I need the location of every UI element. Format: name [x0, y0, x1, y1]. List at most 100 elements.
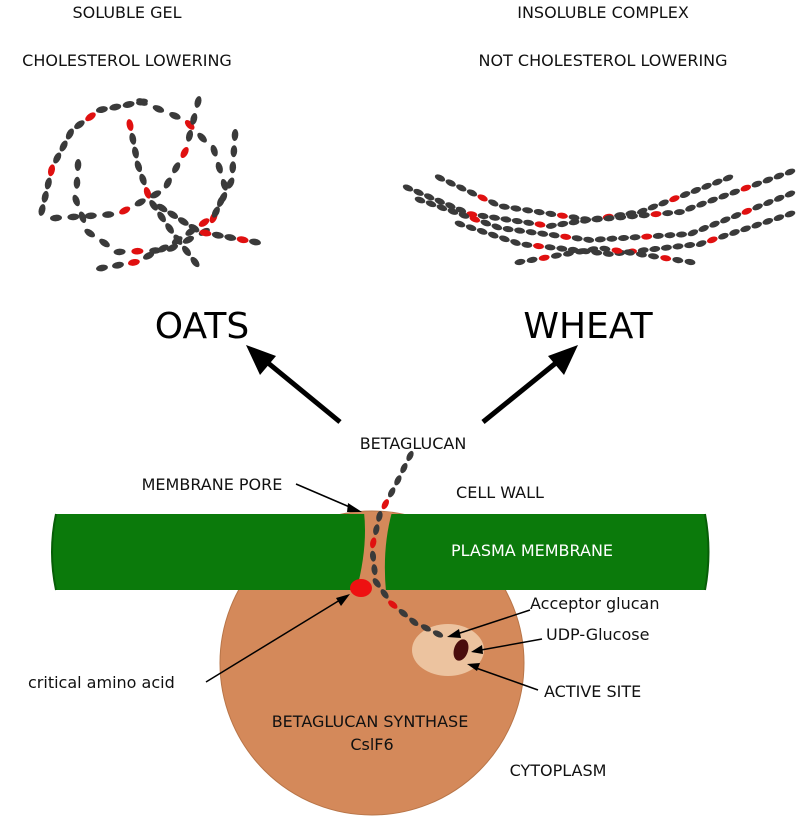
- glucose-bead: [469, 215, 481, 223]
- glucose-bead: [752, 203, 763, 211]
- glucose-bead: [434, 197, 446, 205]
- glucose-bead: [522, 207, 534, 214]
- glucose-bead: [388, 600, 398, 609]
- glucose-bead: [96, 264, 108, 272]
- glucose-bead: [580, 216, 592, 223]
- glucose-bead: [157, 211, 166, 223]
- glucose-bead: [215, 161, 223, 174]
- glucose-bead: [591, 216, 603, 223]
- glucose-bead: [211, 231, 224, 239]
- glucose-bead: [230, 145, 238, 158]
- pointer-lines: [205, 483, 543, 691]
- glucose-bead: [729, 188, 740, 196]
- glucose-bead: [684, 242, 696, 249]
- glucose-bead: [557, 220, 569, 228]
- glucose-bead: [500, 216, 512, 223]
- glucose-bead: [454, 220, 466, 228]
- glucose-bead: [102, 211, 115, 218]
- oats-label: OATS: [155, 306, 249, 347]
- glucose-bead: [477, 212, 489, 220]
- glucose-bead: [53, 152, 62, 164]
- glucose-bead: [568, 214, 580, 221]
- glucose-bead: [499, 235, 510, 243]
- glucose-bead: [602, 250, 614, 257]
- glucose-bead: [152, 105, 165, 113]
- glucose-bead: [84, 212, 97, 220]
- glucose-bead: [560, 233, 572, 240]
- glucose-bead: [510, 239, 521, 246]
- glucose-bead: [556, 212, 568, 219]
- glucose-bead: [583, 236, 595, 243]
- glucose-bead: [641, 233, 653, 240]
- glucose-bead: [684, 258, 696, 266]
- glucose-bead: [718, 232, 729, 240]
- glucose-bead: [413, 188, 424, 196]
- glucose-bead: [773, 214, 785, 222]
- glucose-bead: [466, 211, 478, 218]
- glucose-bead: [762, 218, 774, 225]
- glucose-bead: [679, 191, 691, 199]
- glucose-bead: [548, 232, 560, 239]
- plasma-membrane-label: PLASMA MEMBRANE: [451, 541, 613, 560]
- glucose-bead: [545, 210, 557, 217]
- glucose-bead: [669, 195, 680, 203]
- glucose-bead: [533, 243, 544, 250]
- glucose-bead: [730, 212, 742, 220]
- cytoplasm-label: CYTOPLASM: [510, 761, 607, 780]
- critical-amino-acid-label: critical amino acid: [28, 673, 175, 692]
- glucose-bead: [132, 146, 139, 159]
- glucose-bead: [594, 236, 606, 243]
- not-cholesterol-lowering-label: NOT CHOLESTEROL LOWERING: [478, 51, 727, 70]
- nascent-betaglucan-chain: [369, 450, 444, 638]
- glucose-bead: [701, 182, 712, 190]
- glucose-bead: [402, 184, 414, 192]
- glucose-bead: [687, 229, 699, 237]
- glucose-bead: [194, 96, 202, 108]
- membrane-pore-label: MEMBRANE PORE: [142, 475, 283, 494]
- glucose-bead: [219, 192, 228, 204]
- glucose-bead: [73, 176, 81, 189]
- glucose-bead: [685, 204, 696, 212]
- glucose-bead: [722, 174, 734, 182]
- oat-betaglucan-network: [38, 96, 261, 272]
- glucose-bead: [676, 231, 687, 238]
- udp-glucose-label: UDP-Glucose: [546, 625, 649, 644]
- glucose-bead: [231, 129, 239, 141]
- glucose-bead: [72, 194, 80, 207]
- glucose-bead: [660, 255, 672, 262]
- active-site-label: ACTIVE SITE: [544, 682, 641, 701]
- glucose-bead: [376, 511, 383, 522]
- glucose-bead: [167, 210, 179, 219]
- glucose-bead: [136, 98, 148, 106]
- glucose-bead: [510, 205, 522, 212]
- glucose-bead: [67, 213, 80, 221]
- glucose-bead: [751, 221, 763, 229]
- glucose-bead: [143, 187, 152, 199]
- glucose-bead: [525, 229, 537, 236]
- synthase-name-label: BETAGLUCAN SYNTHASE: [272, 712, 469, 731]
- glucose-bead: [172, 162, 181, 174]
- glucose-bead: [514, 227, 526, 234]
- glucose-bead: [488, 199, 499, 207]
- glucose-bead: [556, 245, 568, 252]
- glucose-bead: [696, 200, 707, 208]
- glucose-bead: [398, 609, 408, 618]
- glucose-bead: [224, 234, 237, 241]
- glucose-bead: [773, 194, 785, 202]
- glucose-bead: [763, 199, 774, 207]
- glucose-bead: [635, 251, 647, 258]
- glucose-bead: [647, 203, 659, 211]
- glucose-bead: [447, 208, 459, 215]
- glucose-bead: [129, 132, 137, 145]
- glucose-bead: [534, 221, 546, 228]
- glucose-bead: [571, 235, 583, 242]
- glucose-bead: [423, 193, 435, 201]
- glucose-bead: [615, 214, 627, 221]
- glucose-bead: [511, 218, 523, 225]
- glucose-bead: [587, 246, 599, 253]
- glucose-bead: [480, 219, 492, 227]
- glucose-bead: [741, 207, 753, 215]
- glucose-bead: [445, 179, 456, 187]
- glucose-bead: [523, 219, 535, 226]
